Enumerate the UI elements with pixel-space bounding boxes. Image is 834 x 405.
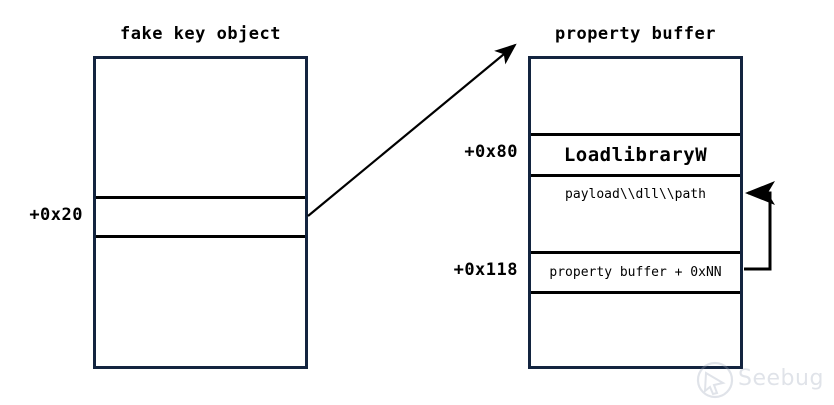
fake-key-object-box [93,56,308,369]
right-cell-self-reference: property buffer + 0xNN [549,265,722,280]
row-divider-right-1 [531,133,740,136]
right-cell-payload-path: payload\\dll\\path [565,187,706,202]
offset-label-0x118: +0x118 [453,260,518,280]
row-divider-right-3 [531,251,740,254]
pointer-arrow [307,43,517,217]
left-cell-bottom [96,238,305,366]
row-divider-left-top [96,196,305,199]
row-divider-right-4 [531,291,740,294]
property-buffer-box: LoadlibraryW payload\\dll\\path property… [528,56,743,369]
offset-label-0x20: +0x20 [29,205,83,225]
left-structure-title: fake key object [119,24,282,44]
right-cell-footer [531,294,740,366]
self-reference-arrow [744,181,775,271]
right-structure-title: property buffer [554,24,717,44]
watermark-text: Seebug [738,366,824,391]
offset-label-0x80: +0x80 [464,142,518,162]
right-cell-header [531,59,740,133]
watermark: Seebug [692,360,834,401]
seebug-logo-icon [696,361,734,399]
row-divider-left-bottom [96,235,305,238]
left-cell-offset-0x20 [96,199,305,235]
right-cell-loadlibrary: LoadlibraryW [563,144,708,166]
left-cell-top [96,59,305,196]
row-divider-right-2 [531,174,740,177]
